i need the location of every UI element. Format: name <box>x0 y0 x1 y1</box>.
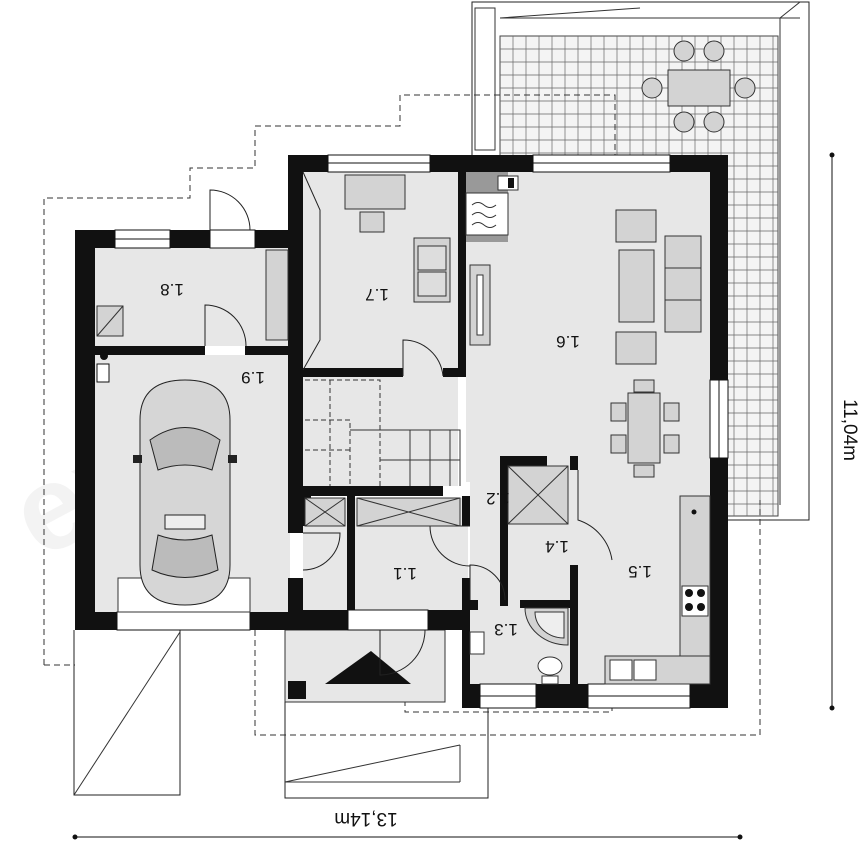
walls <box>75 155 728 708</box>
room-labels: 1.1 1.2 1.3 1.4 1.5 1.6 1.7 1.8 1.9 <box>160 280 652 639</box>
room-label-1-7: 1.7 <box>365 285 389 304</box>
car <box>117 379 251 613</box>
office-furniture <box>302 171 451 371</box>
utility-fixtures <box>96 305 124 383</box>
fireplace <box>465 172 519 346</box>
staircase <box>305 379 461 486</box>
room-label-1-5: 1.5 <box>628 562 652 581</box>
entrance-porch <box>73 630 489 799</box>
bathroom-fixtures <box>469 607 569 685</box>
terrace-dining-set <box>641 40 756 133</box>
depth-dimension-label: 11,04m <box>839 399 860 461</box>
room-label-1-9: 1.9 <box>241 368 265 387</box>
width-dimension-label: 13,14m <box>334 808 397 829</box>
dimension-depth: 11,04m <box>829 152 860 711</box>
room-label-1-3: 1.3 <box>494 620 518 639</box>
room-label-1-2: 1.2 <box>486 489 510 508</box>
room-label-1-8: 1.8 <box>160 280 184 299</box>
dimension-width: 13,14m <box>72 808 743 840</box>
room-label-1-4: 1.4 <box>545 537 569 556</box>
living-furniture <box>610 209 702 478</box>
room-label-1-6: 1.6 <box>556 332 580 351</box>
kitchen-fittings <box>604 495 711 685</box>
wardrobes <box>265 249 569 527</box>
room-label-1-1: 1.1 <box>393 564 417 583</box>
windows <box>114 154 729 709</box>
doors <box>204 189 613 676</box>
